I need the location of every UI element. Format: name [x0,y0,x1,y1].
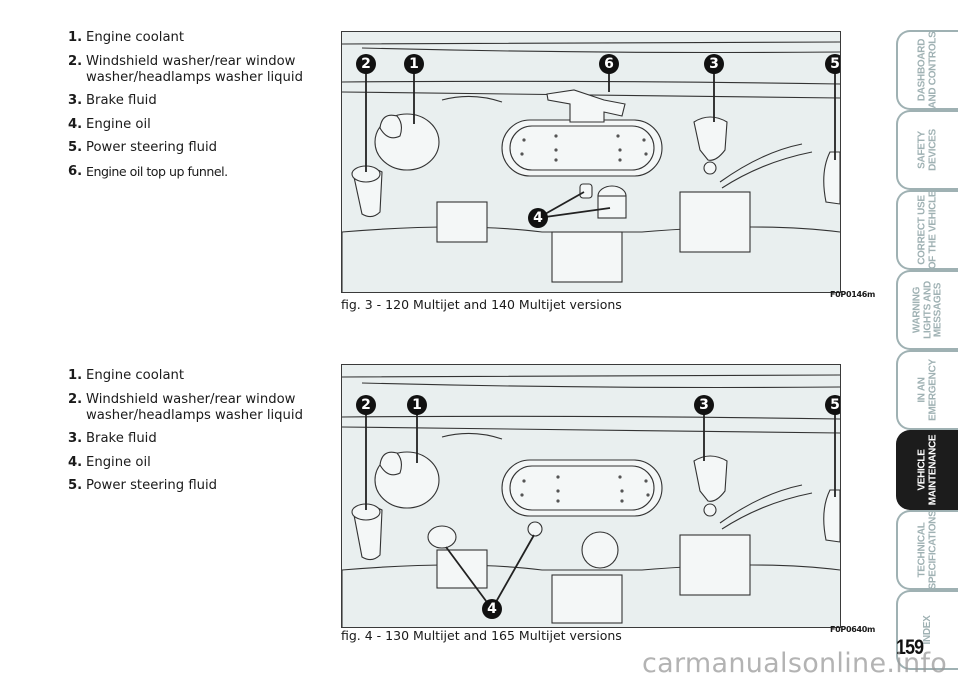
legend-item: 5.Power steering fluid [68,140,218,155]
svg-text:1: 1 [409,56,419,72]
figure-code-fig3: F0P0146m [830,290,876,299]
tab-dashboard-and-controls[interactable]: DASHBOARD AND CONTROLS [896,30,958,110]
tab-safety-devices[interactable]: SAFETY DEVICES [896,110,958,190]
legend-item: 3.Brake fluid [68,93,157,108]
legend-item: 5.Power steering fluid [68,478,218,493]
callout-badge-1: 1 [404,54,424,74]
tab-in-an-emergency[interactable]: IN AN EMERGENCY [896,350,958,430]
figure-caption-fig3: fig. 3 - 120 Multijet and 140 Multijet v… [341,297,622,312]
figure-code-fig4: F0P0640m [830,625,876,634]
legend-item: 1.Engine coolant [68,368,185,383]
legend-item: 2.Windshield washer/rear window washer/h… [68,391,303,423]
svg-text:1: 1 [412,397,422,413]
svg-text:5: 5 [830,56,840,72]
callout-badge-3: 3 [704,54,724,74]
legend-item: 4.Engine oil [68,116,151,132]
callout-badge-4: 4 [482,599,502,619]
tab-vehicle-maintenance[interactable]: VEHICLE MAINTENANCE [896,430,958,510]
svg-text:2: 2 [361,56,371,72]
callout-badge-5: 5 [825,395,840,415]
callout-badge-3: 3 [694,395,714,415]
engine-bay-illustration-fig4: 2 1 3 5 4 [341,364,841,628]
callout-badge-5: 5 [825,54,840,74]
callout-badge-6: 6 [599,54,619,74]
legend-item: 3.Brake fluid [68,431,157,446]
legend-item: 2.Windshield washer/rear window washer/h… [68,53,303,85]
legend-item: 1.Engine coolant [68,30,185,45]
svg-text:5: 5 [830,397,840,413]
engine-bay-illustration-fig3: 2 1 6 3 5 4 [341,31,841,293]
callout-badge-1: 1 [407,395,427,415]
tab-warning-lights-and-messages[interactable]: WARNING LIGHTS AND MESSAGES [896,270,958,350]
tab-technical-specifications[interactable]: TECHNICAL SPECIFICATIONS [896,510,958,590]
watermark: carmanualsonline.info [642,648,948,679]
legend-item: 6.Engine oil top up funnel. [68,163,228,179]
tab-index[interactable]: INDEX [896,590,958,670]
tab-correct-use-of-the-vehicle[interactable]: CORRECT USE OF THE VEHICLE [896,190,958,270]
svg-text:3: 3 [699,397,709,413]
callout-badge-2: 2 [356,54,376,74]
svg-text:4: 4 [487,601,497,617]
svg-text:2: 2 [361,397,371,413]
page-number: 159 [896,636,924,659]
callout-badge-4: 4 [528,208,548,228]
svg-text:3: 3 [709,56,719,72]
svg-text:6: 6 [604,56,614,72]
legend-list-fig3: 1.Engine coolant 2.Windshield washer/rea… [68,30,328,187]
legend-item: 4.Engine oil [68,454,151,470]
callout-badge-2: 2 [356,395,376,415]
legend-list-fig4: 1.Engine coolant 2.Windshield washer/rea… [68,368,328,502]
figure-caption-fig4: fig. 4 - 130 Multijet and 165 Multijet v… [341,628,622,643]
svg-text:4: 4 [533,210,543,226]
